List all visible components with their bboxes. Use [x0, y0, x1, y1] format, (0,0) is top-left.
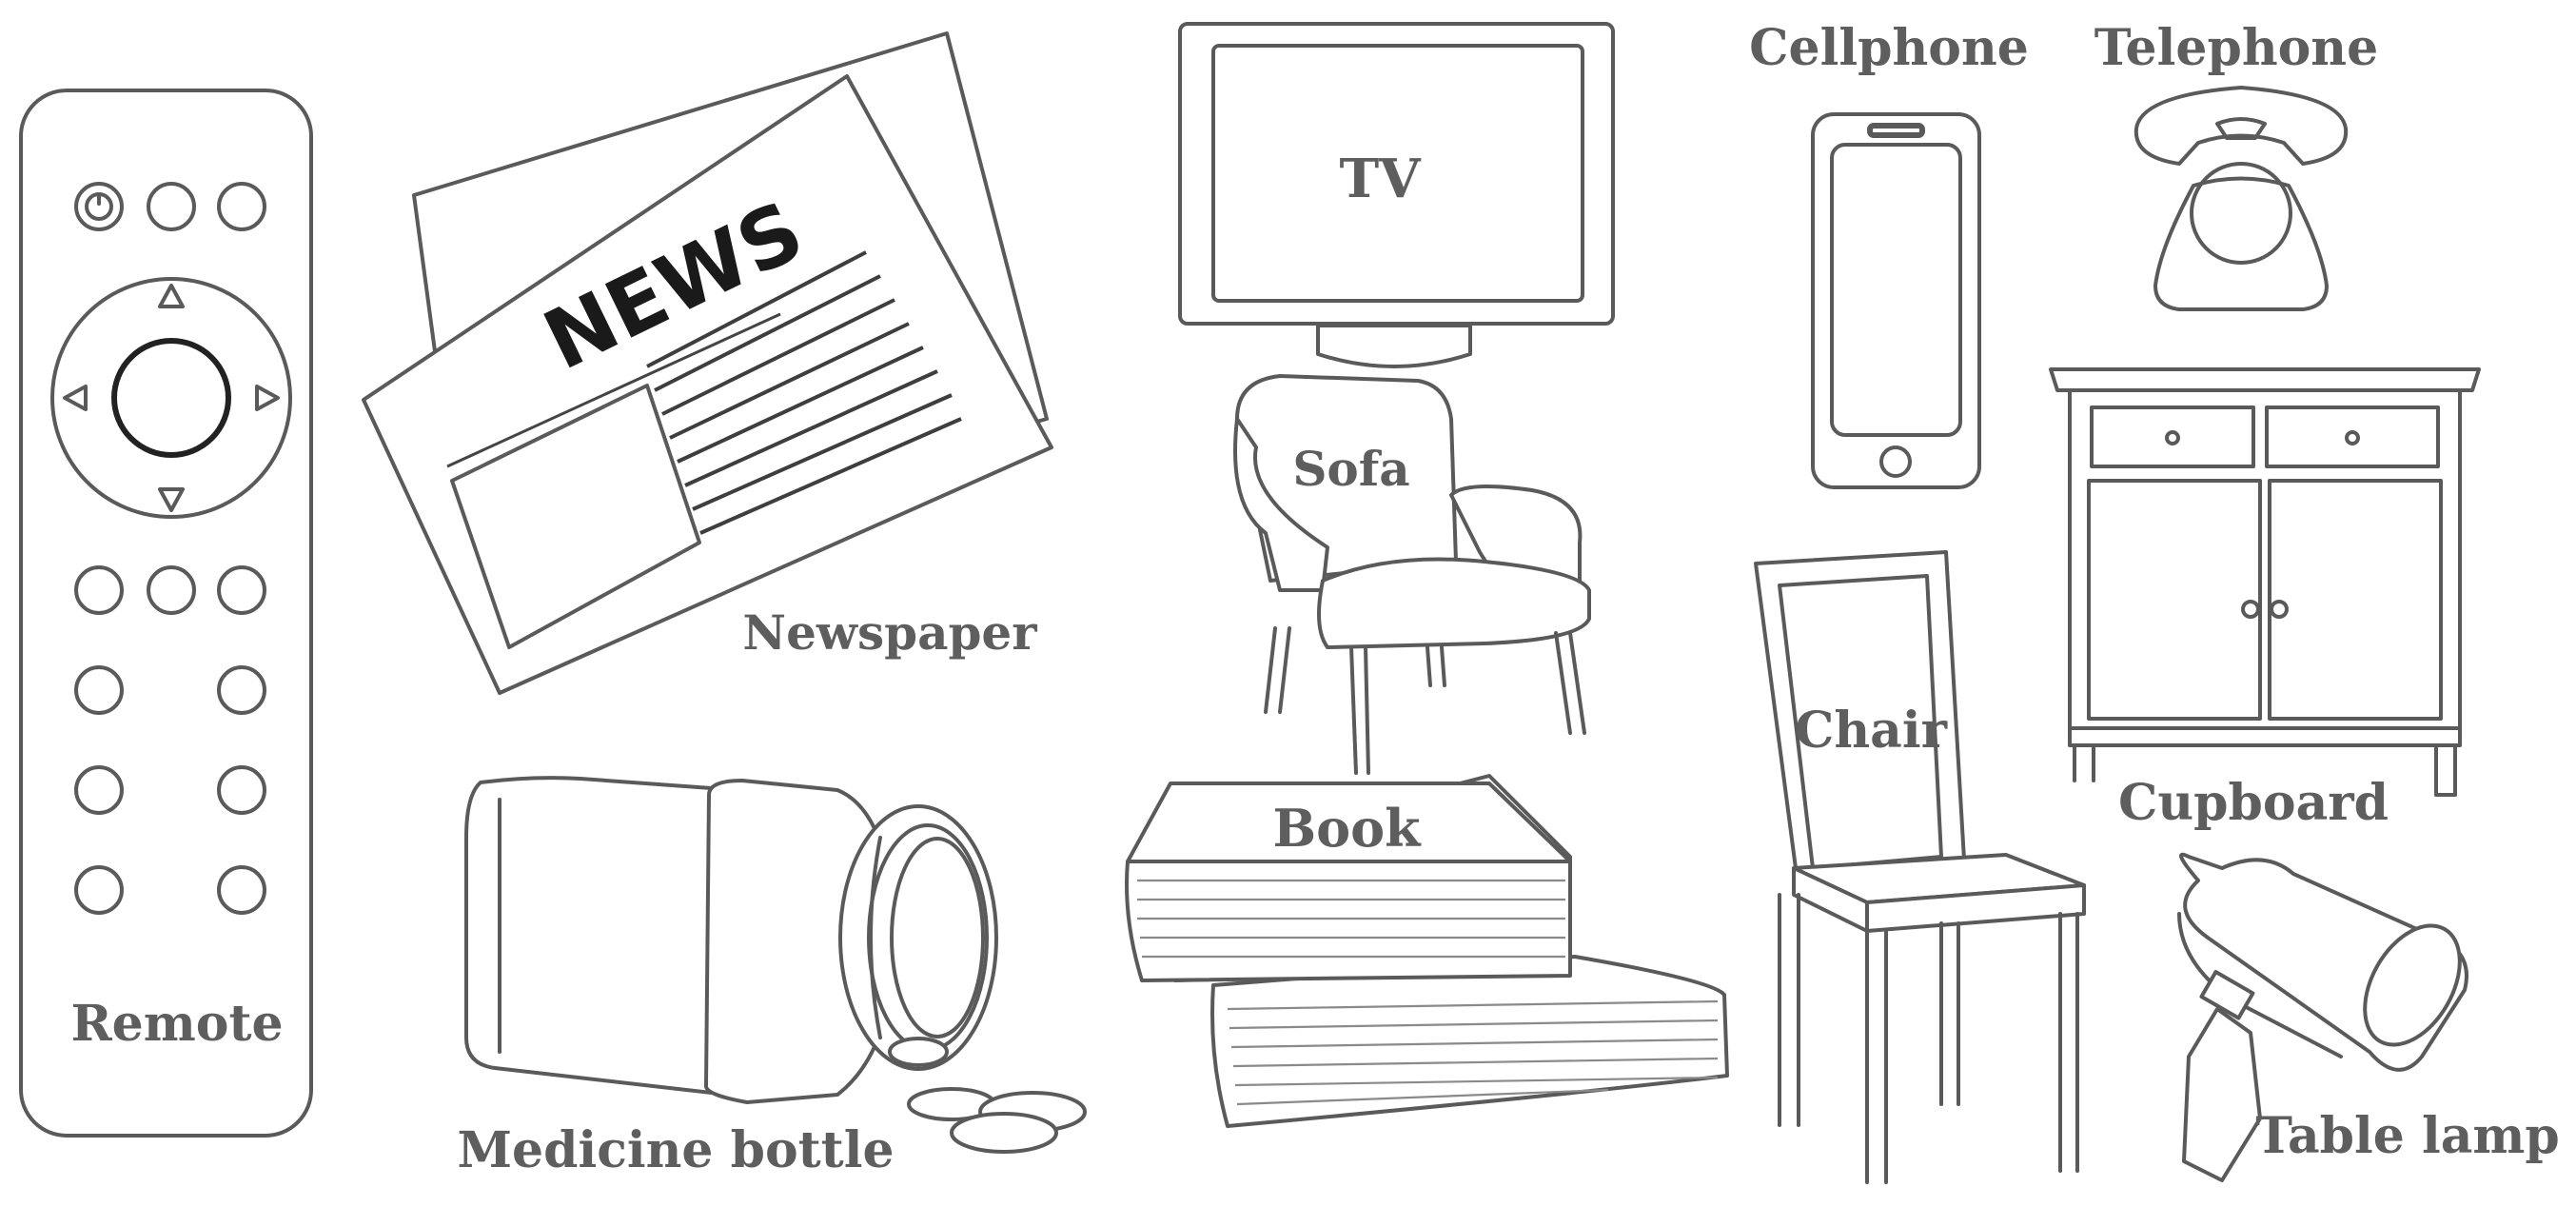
label-remote: Remote	[70, 995, 284, 1053]
label-tv: TV	[1339, 148, 1421, 210]
label-sofa: Sofa	[1292, 441, 1410, 497]
remote-icon	[19, 89, 313, 1138]
label-telephone: Telephone	[2094, 19, 2379, 77]
telephone-icon	[2134, 86, 2349, 311]
label-chair: Chair	[1794, 702, 1948, 760]
book-icon	[1125, 774, 1729, 1128]
label-book: Book	[1272, 798, 1421, 859]
label-table-lamp: Table lamp	[2255, 1107, 2560, 1165]
label-newspaper: Newspaper	[742, 604, 1037, 661]
cupboard-icon	[2049, 367, 2481, 797]
newspaper-icon	[362, 31, 1053, 695]
label-medicine-bottle: Medicine bottle	[457, 1121, 895, 1179]
cellphone-icon	[1811, 112, 1981, 489]
sofa-icon	[1233, 374, 1591, 775]
label-cupboard: Cupboard	[2117, 774, 2389, 832]
table-lamp-icon	[2177, 852, 2468, 1182]
label-cellphone: Cellphone	[1749, 19, 2029, 77]
tv-icon	[1178, 22, 1615, 368]
medicine-bottle-icon	[464, 776, 1087, 1154]
chair-icon	[1754, 550, 2086, 1184]
